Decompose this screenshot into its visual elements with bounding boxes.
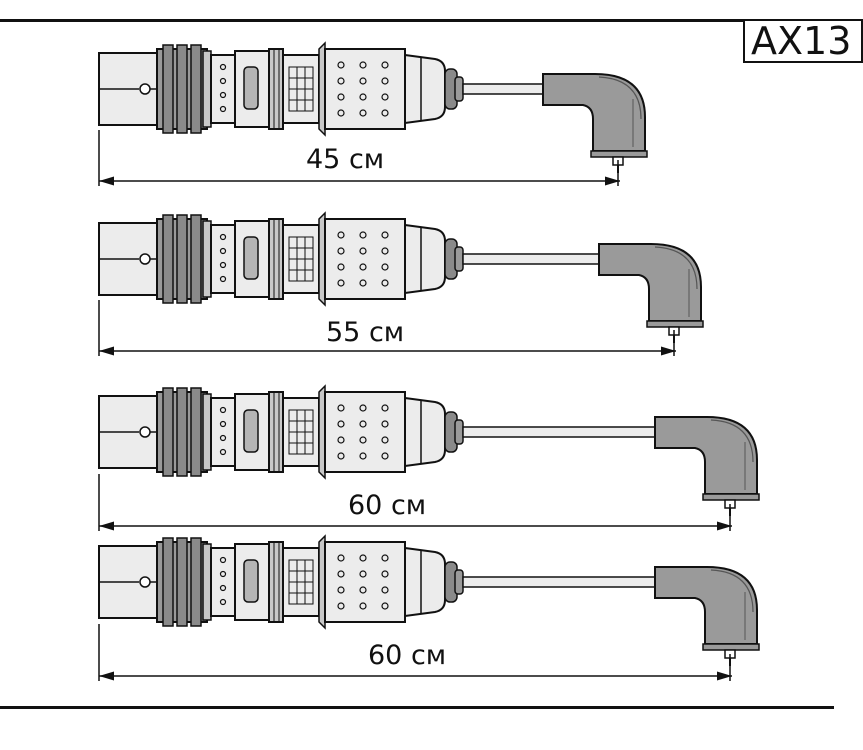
length-label-2: 55 см: [326, 317, 404, 348]
wire-3: [98, 385, 760, 517]
length-label-4: 60 см: [368, 640, 446, 671]
wire-4: [98, 535, 760, 667]
wire-1: [98, 42, 648, 174]
top-border-line: [0, 19, 834, 22]
bottom-border-line: [0, 706, 834, 709]
part-code-box: AX13: [743, 19, 863, 63]
length-label-1: 45 см: [306, 144, 384, 175]
ignition-wire-diagram: 45 см 55 см 60 см 60 см: [98, 42, 760, 681]
wire-2: [98, 212, 704, 344]
part-code-label: AX13: [751, 19, 852, 63]
length-label-3: 60 см: [348, 490, 426, 521]
